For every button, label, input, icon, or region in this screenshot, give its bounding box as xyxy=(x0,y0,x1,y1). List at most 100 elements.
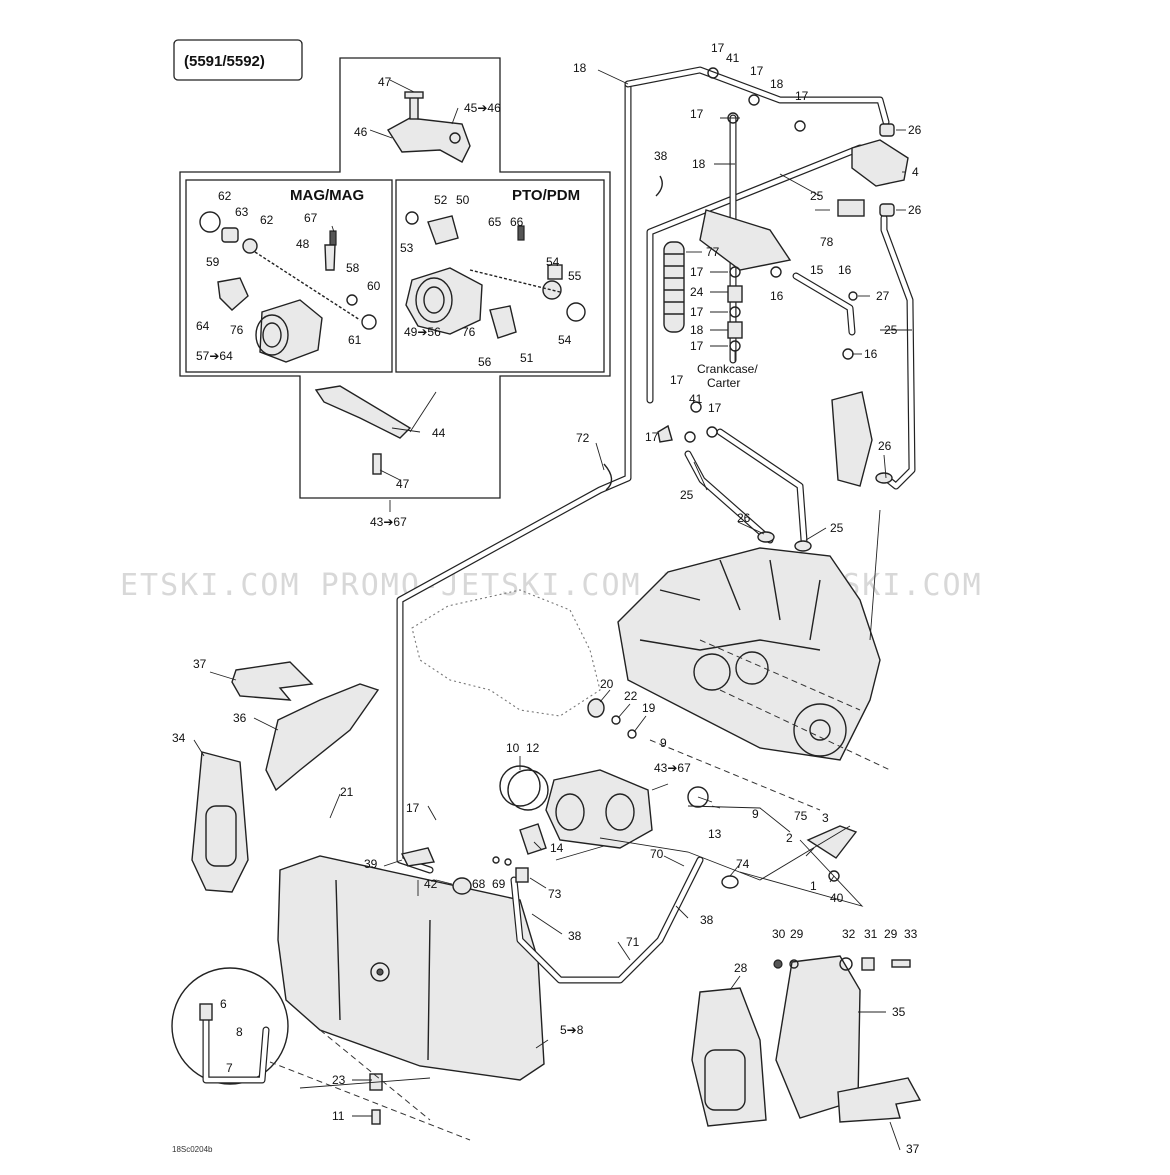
callout: 36 xyxy=(233,711,247,725)
callout: 60 xyxy=(367,279,381,293)
callout: 16 xyxy=(864,347,878,361)
callout: 17 xyxy=(690,305,704,319)
callout: 9 xyxy=(752,807,759,821)
callout: 18 xyxy=(770,77,784,91)
callout: 75 xyxy=(794,809,808,823)
callout: 17 xyxy=(711,41,725,55)
callout: 4 xyxy=(912,165,919,179)
callout: 34 xyxy=(172,731,186,745)
pto-panel xyxy=(395,179,605,373)
callout: 26 xyxy=(878,439,892,453)
resonator-part xyxy=(699,209,792,271)
callout: 18 xyxy=(692,157,706,171)
callout: 25 xyxy=(884,323,898,337)
callout: 45➔46 xyxy=(464,101,501,115)
callout: 39 xyxy=(364,857,378,871)
callout: 53 xyxy=(400,241,414,255)
callout: 26 xyxy=(908,123,922,137)
model-label-frame xyxy=(173,39,303,81)
duct-34 xyxy=(191,751,249,893)
callout: 26 xyxy=(908,203,922,217)
callout: 27 xyxy=(876,289,890,303)
callout: 49➔56 xyxy=(404,325,441,339)
callout: 38 xyxy=(700,913,714,927)
callout: 70 xyxy=(650,847,664,861)
callout: 63 xyxy=(235,205,249,219)
clamps xyxy=(369,67,911,1125)
cable-guide-part xyxy=(314,385,412,439)
mag-section-title: MAG/MAG xyxy=(290,187,364,204)
callout: 43➔67 xyxy=(654,761,691,775)
callout: 78 xyxy=(820,235,834,249)
callout: 21 xyxy=(340,785,354,799)
callout: 74 xyxy=(736,857,750,871)
cover-36 xyxy=(265,683,380,792)
mag-panel xyxy=(185,179,393,373)
callout: 37 xyxy=(193,657,207,671)
vent-hoses xyxy=(396,66,916,874)
duct-34-opening xyxy=(205,805,237,867)
callout: 18 xyxy=(690,323,704,337)
callout: 71 xyxy=(626,935,640,949)
model-label: (5591/5592) xyxy=(184,53,265,70)
callout: 26 xyxy=(737,511,751,525)
callout: 47 xyxy=(396,477,410,491)
callout: 20 xyxy=(600,677,614,691)
duct-28 xyxy=(691,987,767,1127)
callout: 28 xyxy=(734,961,748,975)
callout: 67 xyxy=(304,211,318,225)
callout: 6 xyxy=(220,997,227,1011)
callout: 61 xyxy=(348,333,362,347)
mag-throttle-body xyxy=(199,211,377,363)
corrugated-hose-77 xyxy=(663,241,685,333)
callout: 30 xyxy=(772,927,786,941)
pto-throttle-body xyxy=(405,211,586,339)
callout: 58 xyxy=(346,261,360,275)
callout: 62 xyxy=(218,189,232,203)
leader-lines xyxy=(193,69,912,1151)
callout: 17 xyxy=(690,265,704,279)
callout: 66 xyxy=(510,215,524,229)
callout: 69 xyxy=(492,877,506,891)
pto-section-title: PTO/PDM xyxy=(512,187,580,204)
callout: 19 xyxy=(642,701,656,715)
callout: 10 xyxy=(506,741,520,755)
crankcase-label-line1: Crankcase/ xyxy=(697,362,758,376)
callout: 9 xyxy=(660,736,667,750)
callout: 64 xyxy=(196,319,210,333)
callout: 55 xyxy=(568,269,582,283)
reference-lines xyxy=(269,509,891,1141)
callout: 23 xyxy=(332,1073,346,1087)
callout: 32 xyxy=(842,927,856,941)
callout: 41 xyxy=(689,392,703,406)
callout: 5➔8 xyxy=(560,1023,584,1037)
callout: 72 xyxy=(576,431,590,445)
callout: 73 xyxy=(548,887,562,901)
gasket-37-top xyxy=(231,661,314,701)
callout: 13 xyxy=(708,827,722,841)
callout: 25 xyxy=(680,488,694,502)
callout: 38 xyxy=(568,929,582,943)
callout: 56 xyxy=(478,355,492,369)
callout: 8 xyxy=(236,1025,243,1039)
callout: 77 xyxy=(706,245,720,259)
callout: 44 xyxy=(432,426,446,440)
callout: 48 xyxy=(296,237,310,251)
callout: 12 xyxy=(526,741,540,755)
callout: 2 xyxy=(786,831,793,845)
callout: 1 xyxy=(810,879,817,893)
crankcase-label-line2: Carter xyxy=(707,376,740,390)
callout: 17 xyxy=(795,89,809,103)
callout: 17 xyxy=(690,339,704,353)
intake-manifold xyxy=(499,765,653,849)
callout: 15 xyxy=(810,263,824,277)
callout: 57➔64 xyxy=(196,349,233,363)
callout: 17 xyxy=(708,401,722,415)
callout: 25 xyxy=(810,189,824,203)
callout: 76 xyxy=(230,323,244,337)
callout: 37 xyxy=(906,1142,920,1156)
callout: 68 xyxy=(472,877,486,891)
callout: 52 xyxy=(434,193,448,207)
